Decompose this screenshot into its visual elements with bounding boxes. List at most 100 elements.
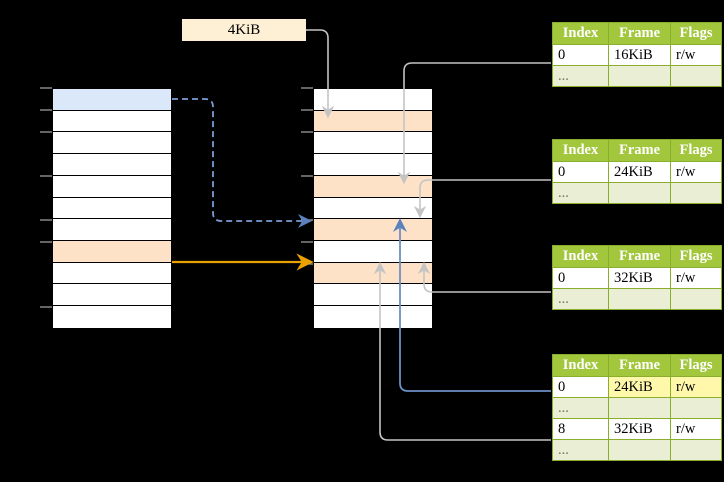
- virtual-page-row-7: [53, 241, 171, 263]
- page-table-2-cell-flags: r/w: [676, 163, 696, 180]
- page-table-3-cell-index: ...: [558, 290, 569, 307]
- page-table-4-cell: r/w: [670, 418, 722, 440]
- page-table-1-cell: 0: [552, 44, 609, 66]
- page-table-3-cell-index: 0: [558, 269, 566, 286]
- page-table-3-cell: 32KiB: [608, 267, 671, 289]
- page-table-2-cell-frame: 24KiB: [614, 163, 653, 180]
- page-table-1-header-index: Index: [552, 22, 609, 45]
- page-table-4-cell: 0: [552, 376, 609, 398]
- page-table-3-header-flags: Flags: [670, 245, 722, 268]
- page-table-1-cell: [608, 65, 671, 87]
- page-table-4-cell-index: 8: [558, 420, 566, 437]
- page-table-4-row: ...: [552, 397, 722, 419]
- middle-column-ticks: [301, 87, 313, 265]
- table3-to-memory-arrow: [417, 261, 551, 293]
- frame-size-label: 4KiB: [182, 19, 306, 41]
- page-table-1-cell: 16KiB: [608, 44, 671, 66]
- page-table-3-cell: [670, 288, 722, 310]
- page-table-4-row: 8 32KiB r/w: [552, 418, 722, 440]
- page-table-1-cell: [670, 65, 722, 87]
- page-table-1-cell: r/w: [670, 44, 722, 66]
- page-table-4-header-index: Index: [552, 354, 609, 377]
- virtual-page-row-4: [53, 175, 171, 198]
- page-table-4-cell: 8: [552, 418, 609, 440]
- page-table-2-row: 0 24KiB r/w: [552, 161, 722, 183]
- page-table-1-row: ...: [552, 65, 722, 87]
- virtual-page-row-1: [53, 110, 171, 133]
- page-table-4-cell-flags: r/w: [676, 420, 696, 437]
- page-table-3-header-frame: Frame: [608, 245, 671, 268]
- page-table-3-cell-flags: r/w: [676, 269, 696, 286]
- page-table-2-cell: ...: [552, 182, 609, 204]
- page-table-1-cell-index: 0: [558, 46, 566, 63]
- page-table-2-cell: [670, 182, 722, 204]
- page-table-4-cell: [608, 439, 671, 461]
- page-table-4-cell: r/w: [670, 376, 722, 398]
- physical-memory-column: [313, 88, 433, 329]
- physical-frame-row-0: [314, 89, 432, 111]
- page-table-3-cell: ...: [552, 288, 609, 310]
- virtual-page-row-10: [53, 306, 171, 328]
- page-table-1-cell-frame: 16KiB: [614, 46, 653, 63]
- page-table-2-row: ...: [552, 182, 722, 204]
- page-table-4-cell: [670, 397, 722, 419]
- page-table-4-header-flags: Flags: [670, 354, 722, 377]
- physical-frame-row-4: [314, 175, 432, 198]
- table2-to-memory-arrow: [413, 179, 551, 219]
- left-column-ticks: [40, 87, 52, 308]
- virtual-address-space-column: [52, 88, 172, 329]
- page-table-2-cell-index: 0: [558, 163, 566, 180]
- virtual-page-row-6: [53, 219, 171, 242]
- physical-frame-row-6: [314, 219, 432, 242]
- page-table-2-cell: [608, 182, 671, 204]
- physical-frame-row-7: [314, 241, 432, 263]
- page-table-4-cell-frame: 24KiB: [614, 378, 653, 395]
- page-table-2-cell-index: ...: [558, 184, 569, 201]
- page-table-1-header-flags: Flags: [670, 22, 722, 45]
- page-table-1-row: 0 16KiB r/w: [552, 44, 722, 66]
- page-table-3-cell: [608, 288, 671, 310]
- page-table-4-cell: 32KiB: [608, 418, 671, 440]
- page-table-3-row: 0 32KiB r/w: [552, 267, 722, 289]
- page-table-1-cell-flags: r/w: [676, 46, 696, 63]
- page-table-4-cell-index: ...: [558, 399, 569, 416]
- page-table-4-cell: [608, 397, 671, 419]
- page-table-2-header-index: Index: [552, 139, 609, 162]
- page-table-4-cell: 24KiB: [608, 376, 671, 398]
- page-table-2-cell: 0: [552, 161, 609, 183]
- page-table-3-header-index: Index: [552, 245, 609, 268]
- page-table-4-cell-flags: r/w: [676, 378, 696, 395]
- page-table-3-cell-frame: 32KiB: [614, 269, 653, 286]
- page-table-4-row: ...: [552, 439, 722, 461]
- page-table-1-header-frame: Frame: [608, 22, 671, 45]
- page-table-4-cell: ...: [552, 439, 609, 461]
- page-table-3-cell: r/w: [670, 267, 722, 289]
- page-table-2-header-flags: Flags: [670, 139, 722, 162]
- virtual-page-row-9: [53, 284, 171, 307]
- page-table-4-cell-index: ...: [558, 441, 569, 458]
- page-table-1-cell-index: ...: [558, 67, 569, 84]
- page-table-4-cell-index: 0: [558, 378, 566, 395]
- page-table-3-cell: 0: [552, 267, 609, 289]
- blue-dashed-mapping-arrow: [172, 98, 313, 229]
- physical-frame-row-1: [314, 110, 432, 133]
- page-table-4-cell: ...: [552, 397, 609, 419]
- physical-frame-row-5: [314, 197, 432, 220]
- virtual-page-row-5: [53, 197, 171, 220]
- page-table-2-cell: r/w: [670, 161, 722, 183]
- virtual-page-row-2: [53, 132, 171, 155]
- page-table-2-header-frame: Frame: [608, 139, 671, 162]
- page-table-4-header-frame: Frame: [608, 354, 671, 377]
- virtual-page-row-3: [53, 154, 171, 176]
- page-table-4-row: 0 24KiB r/w: [552, 376, 722, 398]
- page-table-3-row: ...: [552, 288, 722, 310]
